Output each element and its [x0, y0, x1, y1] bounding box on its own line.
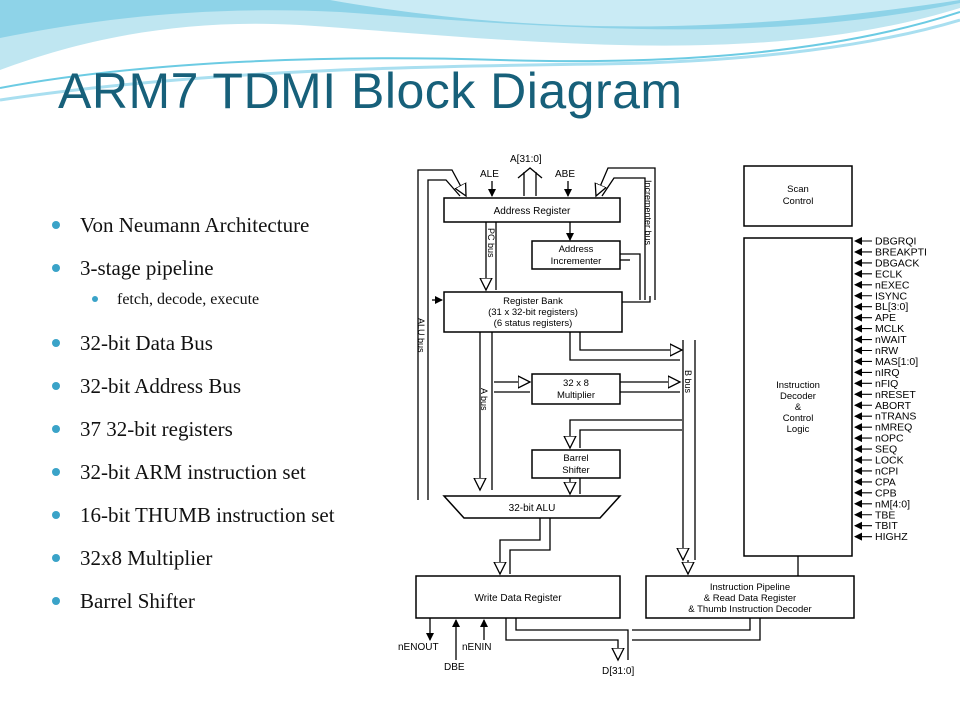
list-item: 3-stage pipeline — [48, 253, 335, 296]
nenin-label: nENIN — [462, 642, 491, 653]
signal-label: APE — [875, 312, 896, 324]
instruction-pipeline-label: & Read Data Register — [704, 593, 796, 604]
nenout-label: nENOUT — [398, 642, 439, 653]
signal-label: DBGRQI — [875, 236, 916, 248]
signal-label: nOPC — [875, 433, 904, 445]
signal-label: ABORT — [875, 400, 912, 412]
signal-label: nM[4:0] — [875, 498, 910, 510]
alu-bus-label: ALU bus — [416, 318, 426, 353]
signal-label: nRESET — [875, 389, 916, 401]
signal-label: MAS[1:0] — [875, 356, 918, 368]
list-item: Barrel Shifter — [48, 586, 335, 629]
list-item: 32-bit ARM instruction set — [48, 457, 335, 500]
pc-bus-label: PC bus — [486, 228, 496, 258]
signal-label: BREAKPTI — [875, 246, 927, 258]
instruction-decoder-label: & — [795, 402, 802, 413]
signal-label: nCPI — [875, 465, 898, 477]
signal-label: nEXEC — [875, 279, 910, 291]
signal-label: nTRANS — [875, 411, 916, 423]
signal-label: nRW — [875, 345, 898, 357]
page-title: ARM7 TDMI Block Diagram — [58, 63, 683, 119]
signal-label: ISYNC — [875, 290, 908, 302]
signal-label: BL[3:0] — [875, 301, 908, 313]
instruction-decoder-block — [743, 237, 853, 557]
abe-label: ABE — [555, 169, 575, 180]
b-bus-label: B bus — [683, 370, 693, 394]
instruction-decoder-label: Control — [783, 413, 814, 424]
list-item: Von Neumann Architecture — [48, 210, 335, 253]
register-bank-block — [443, 291, 623, 333]
signal-label: HIGHZ — [875, 531, 908, 543]
alu-label: 32-bit ALU — [509, 503, 556, 514]
signal-label: CPB — [875, 487, 897, 499]
scan-control-label: Control — [783, 196, 814, 207]
instruction-decoder-label: Logic — [787, 424, 810, 435]
a-bus-label: A bus — [479, 388, 489, 411]
alu-block — [442, 495, 622, 519]
register-bank-label: (6 status registers) — [494, 318, 573, 329]
address-register-label: Address Register — [494, 206, 571, 217]
address-incrementer-block — [531, 240, 621, 270]
list-item: 32x8 Multiplier — [48, 543, 335, 586]
address-bus-label: A[31:0] — [510, 154, 542, 165]
ale-label: ALE — [480, 169, 499, 180]
signal-label: SEQ — [875, 444, 897, 456]
signal-label: TBE — [875, 509, 895, 521]
instruction-pipeline-label: & Thumb Instruction Decoder — [688, 604, 811, 615]
feature-list: Von Neumann Architecture 3-stage pipelin… — [48, 210, 335, 629]
list-item: 32-bit Address Bus — [48, 371, 335, 414]
signal-label: DBGACK — [875, 257, 919, 269]
multiplier-label: Multiplier — [557, 390, 595, 401]
list-item: 16-bit THUMB instruction set — [48, 500, 335, 543]
signal-label: nIRQ — [875, 367, 900, 379]
data-bus-label: D[31:0] — [602, 666, 634, 677]
instruction-pipeline-label: Instruction Pipeline — [710, 582, 790, 593]
signal-label: TBIT — [875, 520, 898, 532]
header-wave-decoration — [0, 0, 960, 102]
signal-label: MCLK — [875, 323, 904, 335]
scan-control-label: Scan — [787, 184, 809, 195]
instruction-decoder-label: Instruction — [776, 380, 820, 391]
signal-label: ECLK — [875, 268, 902, 280]
signal-label: nMREQ — [875, 422, 912, 434]
list-item: 32-bit Data Bus — [48, 328, 335, 371]
multiplier-block — [531, 373, 621, 405]
write-data-register-block — [415, 575, 621, 619]
write-data-register-label: Write Data Register — [474, 593, 562, 604]
address-incrementer-label: Address — [559, 244, 594, 255]
instruction-decoder-label: Decoder — [780, 391, 816, 402]
register-bank-label: Register Bank — [503, 296, 563, 307]
incrementer-bus-label: Incrementer bus — [643, 180, 653, 246]
register-bank-label: (31 x 32-bit registers) — [488, 307, 578, 318]
multiplier-label: 32 x 8 — [563, 378, 589, 389]
signal-label: CPA — [875, 476, 896, 488]
address-incrementer-label: Incrementer — [551, 256, 602, 267]
scan-control-block — [743, 165, 853, 227]
address-register-block — [443, 197, 621, 223]
barrel-shifter-label: Shifter — [562, 465, 589, 476]
control-signals: DBGRQIBREAKPTIDBGACKECLKnEXECISYNCBL[3:0… — [854, 236, 927, 543]
list-item: fetch, decode, execute — [48, 288, 335, 328]
barrel-shifter-block — [531, 449, 621, 479]
signal-label: LOCK — [875, 455, 904, 467]
instruction-pipeline-block — [645, 575, 855, 619]
dbe-label: DBE — [444, 662, 465, 673]
signal-label: nWAIT — [875, 334, 907, 346]
signal-label: nFIQ — [875, 378, 898, 390]
list-item: 37 32-bit registers — [48, 414, 335, 457]
bus-wiring — [417, 167, 761, 660]
barrel-shifter-label: Barrel — [563, 453, 588, 464]
